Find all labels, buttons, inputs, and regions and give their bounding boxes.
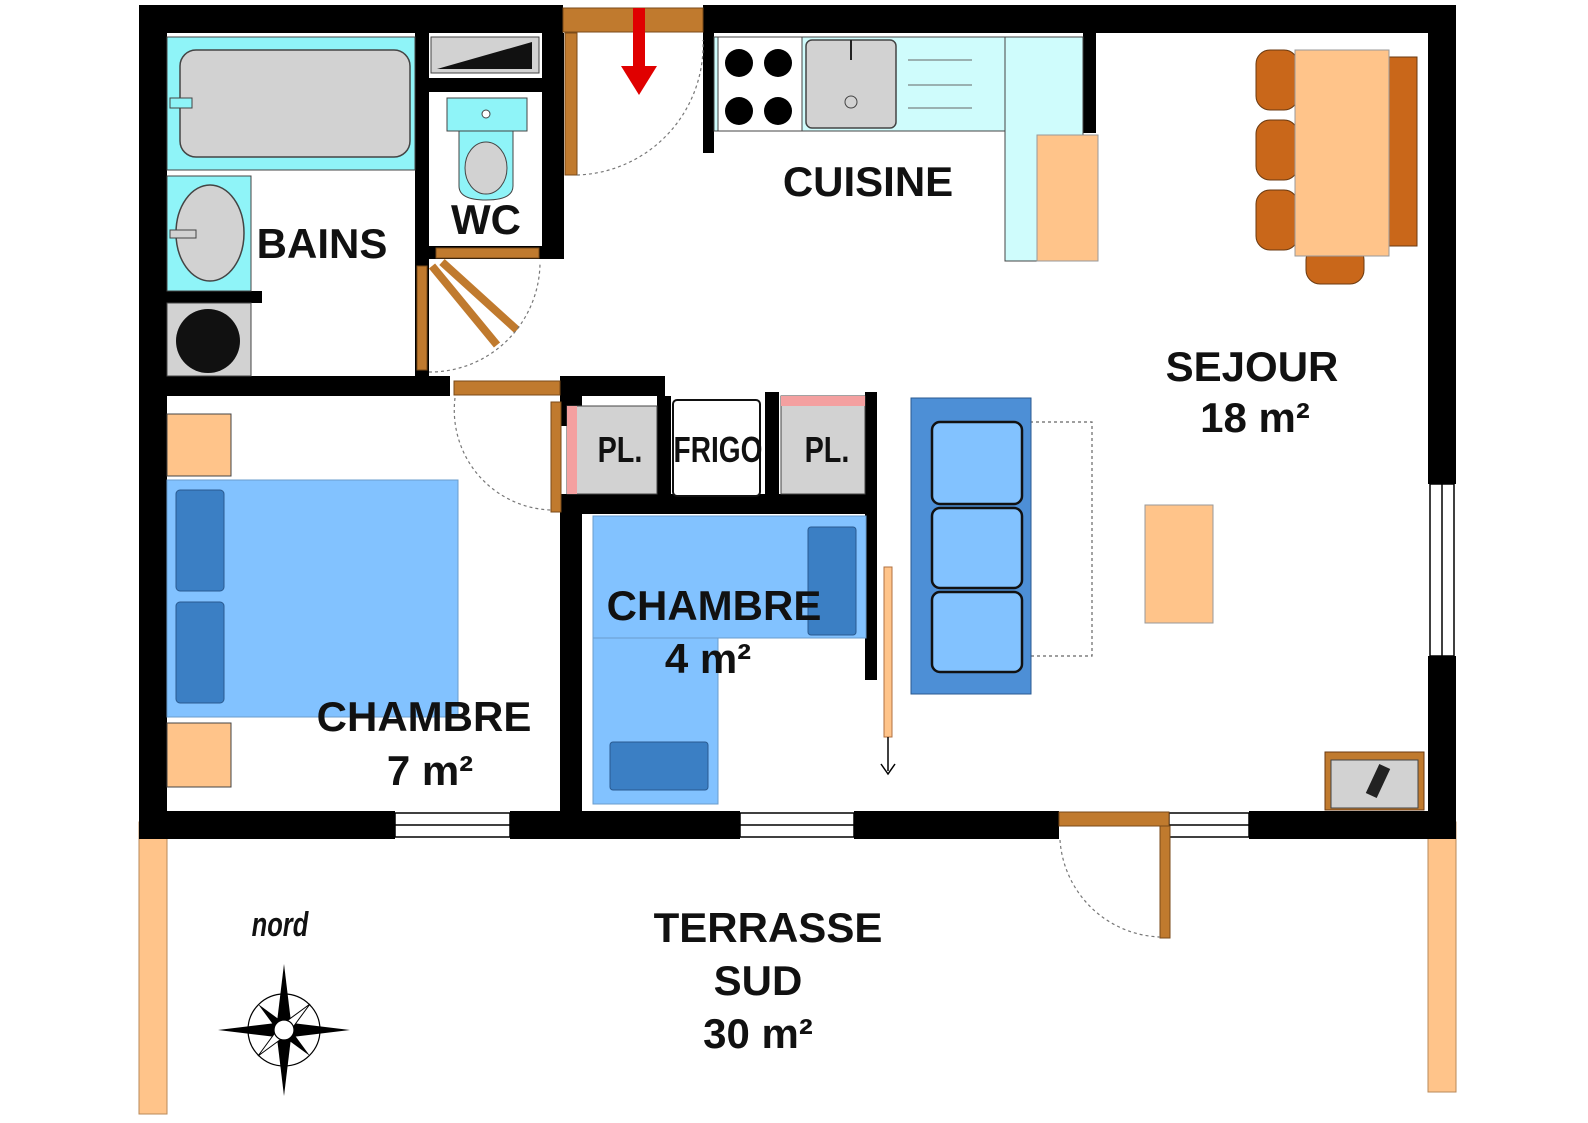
nightstand-bottom	[166, 722, 232, 788]
closet-label-right: PL.	[805, 429, 850, 470]
washing-machine	[166, 302, 252, 377]
room-label-terrasse: TERRASSE	[654, 904, 883, 951]
windows	[394, 483, 1455, 838]
room-label-wc: WC	[451, 196, 521, 243]
wc-shelf	[430, 36, 540, 74]
room-label-chambre-main: CHAMBRE	[317, 693, 532, 740]
cooktop-icon	[717, 36, 803, 132]
fridge-label: FRIGO	[674, 430, 763, 470]
room-label-bains: BAINS	[257, 220, 388, 267]
room-label-cuisine: CUISINE	[783, 158, 953, 205]
outer-walls	[139, 5, 1456, 839]
double-bed	[166, 479, 459, 718]
terrace-post-right	[1427, 821, 1457, 1093]
bathtub	[166, 36, 416, 171]
sofa	[910, 397, 1093, 695]
compass-label: nord	[252, 907, 309, 944]
fridge	[672, 399, 761, 497]
closet-label-left: PL.	[598, 429, 643, 470]
coffee-table	[1144, 504, 1214, 624]
toilet	[446, 97, 528, 201]
tv-stand	[1324, 751, 1425, 811]
entrance-arrow-icon	[621, 8, 657, 95]
room-area-sejour: 18 m²	[1200, 394, 1310, 441]
kitchen-cabinet	[1036, 134, 1099, 262]
nightstand-top	[166, 413, 232, 477]
interior-walls	[167, 33, 1096, 811]
room-area-terrasse: 30 m²	[703, 1010, 813, 1057]
compass-rose-icon	[218, 964, 350, 1096]
washbasin	[166, 175, 252, 292]
room-label-chambre-small: CHAMBRE	[607, 582, 822, 629]
entrance-door-leaf	[564, 32, 578, 176]
room-label-sejour: SEJOUR	[1166, 343, 1339, 390]
dining-table	[1255, 49, 1418, 285]
terrace-post-left	[138, 821, 168, 1115]
room-area-chambre-main: 7 m²	[387, 747, 473, 794]
room-area-chambre-small: 4 m²	[665, 635, 751, 682]
doors	[416, 7, 1171, 939]
room-orientation-terrasse: SUD	[714, 957, 803, 1004]
closet-left	[566, 405, 658, 495]
bunk-beds	[592, 515, 867, 805]
closet-right	[780, 395, 866, 495]
kitchen-sink	[805, 39, 972, 129]
